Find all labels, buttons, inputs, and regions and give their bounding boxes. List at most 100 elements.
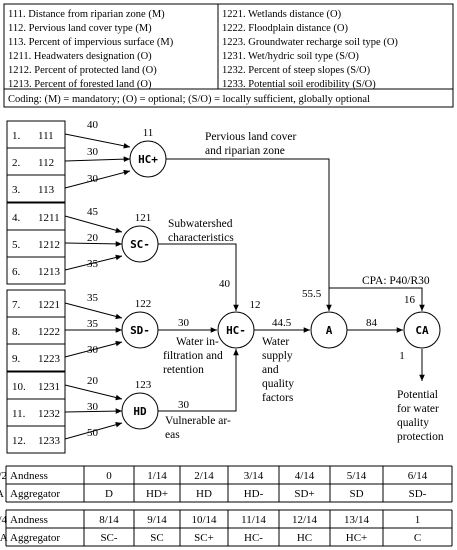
node-label: SD-: [130, 324, 150, 337]
legend-item: 111. Distance from riparian zone (M): [8, 9, 165, 20]
table-cell-andness: 5/14: [347, 470, 367, 482]
annotation-text: and: [262, 364, 279, 376]
input-code: 1232: [38, 408, 60, 420]
annotations: Pervious land cover and riparian zone Su…: [163, 131, 444, 443]
input-code: 1223: [38, 353, 61, 365]
input-number: 7.: [12, 299, 21, 311]
table-row-header: Aggregator: [10, 532, 60, 544]
weight-label: 35: [87, 292, 99, 304]
weight-label: 35: [87, 318, 99, 330]
annotation-text: Water in-: [176, 336, 219, 348]
table-cell-aggregator: D: [105, 488, 113, 500]
input-number: 12.: [12, 435, 26, 447]
input-code: 113: [38, 184, 55, 196]
input-code: 1222: [38, 326, 60, 338]
node-hc-minus: HC- 12: [217, 299, 261, 349]
weight-label: 30: [87, 344, 99, 356]
weight-label: 30: [87, 173, 99, 185]
annotation-text: retention: [163, 364, 204, 376]
input-number: 9.: [12, 353, 21, 365]
andness-table: AndnessAggregator0D1/14HD+2/14HD3/14HD-4…: [0, 465, 453, 547]
annotation-text: Pervious land cover: [205, 131, 297, 143]
annotation-text: protection: [397, 431, 444, 443]
input-code: 1231: [38, 381, 60, 393]
input-number: 3.: [12, 184, 21, 196]
table-cell-aggregator: SD: [349, 488, 363, 500]
table-cell-aggregator: HC+: [346, 532, 367, 544]
input-number: 5.: [12, 239, 21, 251]
weight-label: 30: [178, 317, 190, 329]
weight-label: 30: [87, 146, 99, 158]
weight-label: 20: [87, 232, 99, 244]
node-hd: HD 123: [121, 379, 159, 430]
input-code: 1221: [38, 299, 60, 311]
table-cell-andness: 10/14: [191, 514, 217, 526]
weight-label: 40: [87, 119, 99, 131]
legend-item: 1211. Headwaters designation (O): [8, 51, 152, 62]
table-cell-andness: 1/14: [147, 470, 167, 482]
node-hc-plus: HC+ 11: [129, 127, 167, 178]
nodes: HC+ 11 SC- 121 SD- 122 HD 123 HC- 12 A: [121, 127, 441, 430]
input-group-box: [6, 120, 66, 203]
annotation-text: factors: [262, 392, 294, 404]
node-id: 121: [135, 212, 152, 224]
node-id: 11: [143, 127, 154, 139]
annotation-cpa: CPA: P40/R30: [362, 275, 430, 287]
weight-label: 30: [178, 399, 190, 411]
input-number: 6.: [12, 266, 21, 278]
weight-label: 30: [87, 401, 99, 413]
node-id: 123: [135, 379, 152, 391]
node-a: A: [310, 311, 348, 349]
annotation-text: quality: [262, 378, 294, 390]
input-boxes: 1.1112.1123.1134.12115.12126.12137.12218…: [6, 120, 66, 454]
input-group-box: [6, 202, 66, 285]
legend-item: 113. Percent of impervious surface (M): [8, 37, 174, 48]
table-cell-andness: 2/14: [194, 470, 214, 482]
annotation-text: Potential: [397, 389, 438, 401]
table-cell-aggregator: CA: [0, 532, 8, 544]
legend-box: 111. Distance from riparian zone (M) 112…: [3, 3, 454, 108]
input-code: 1212: [38, 239, 60, 251]
table-cell-aggregator: HC: [297, 532, 312, 544]
legend-item: 1213. Percent of forested land (O): [8, 79, 152, 90]
weight-label: 16: [404, 294, 416, 306]
table-cell-aggregator: HD+: [146, 488, 168, 500]
weight-label: 84: [366, 317, 378, 329]
input-code: 1211: [38, 212, 60, 224]
weight-label: 50: [87, 427, 99, 439]
input-number: 10.: [12, 381, 26, 393]
input-code: 112: [38, 157, 54, 169]
weight-label: 20: [87, 375, 99, 387]
legend-item: 1222. Floodplain distance (O): [222, 23, 348, 34]
node-id: 12: [250, 299, 261, 311]
table-cell-andness: 3/14: [244, 470, 264, 482]
weight-label: 44.5: [272, 317, 292, 329]
legend-item: 112. Pervious land cover type (M): [8, 23, 152, 34]
table-cell-andness: 11/14: [241, 514, 266, 526]
input-group-box: [6, 371, 66, 454]
node-label: HC+: [138, 153, 158, 166]
table-cell-aggregator: SC: [150, 532, 163, 544]
annotation-text: quality: [397, 417, 429, 429]
annotation-text: Water: [262, 336, 289, 348]
node-ca: CA 1: [399, 311, 441, 362]
legend-coding: Coding: (M) = mandatory; (O) = optional;…: [8, 94, 370, 105]
input-number: 2.: [12, 157, 21, 169]
node-label: A: [326, 324, 333, 337]
table-cell-andness: 13/14: [344, 514, 370, 526]
input-group-box: [6, 289, 66, 372]
connections: [64, 133, 425, 440]
annotation-text: and riparian zone: [205, 145, 285, 157]
weight-label: 45: [87, 206, 99, 218]
annotation-text: Subwatershed: [168, 218, 233, 230]
table-cell-andness: 1: [415, 514, 421, 526]
legend-item: 1233. Potential soil erodibility (S/O): [222, 79, 376, 90]
node-label: HD: [133, 405, 147, 418]
legend-item: 1231. Wet/hydric soil type (S/O): [222, 51, 359, 62]
weights: 40 30 30 45 20 35 35 35 30 20 30 50 40 3…: [87, 119, 416, 439]
table-row-header: Andness: [10, 470, 48, 482]
node-label: HC-: [226, 324, 246, 337]
table-cell-aggregator: A: [0, 488, 4, 500]
table-cell-aggregator: C: [414, 532, 421, 544]
